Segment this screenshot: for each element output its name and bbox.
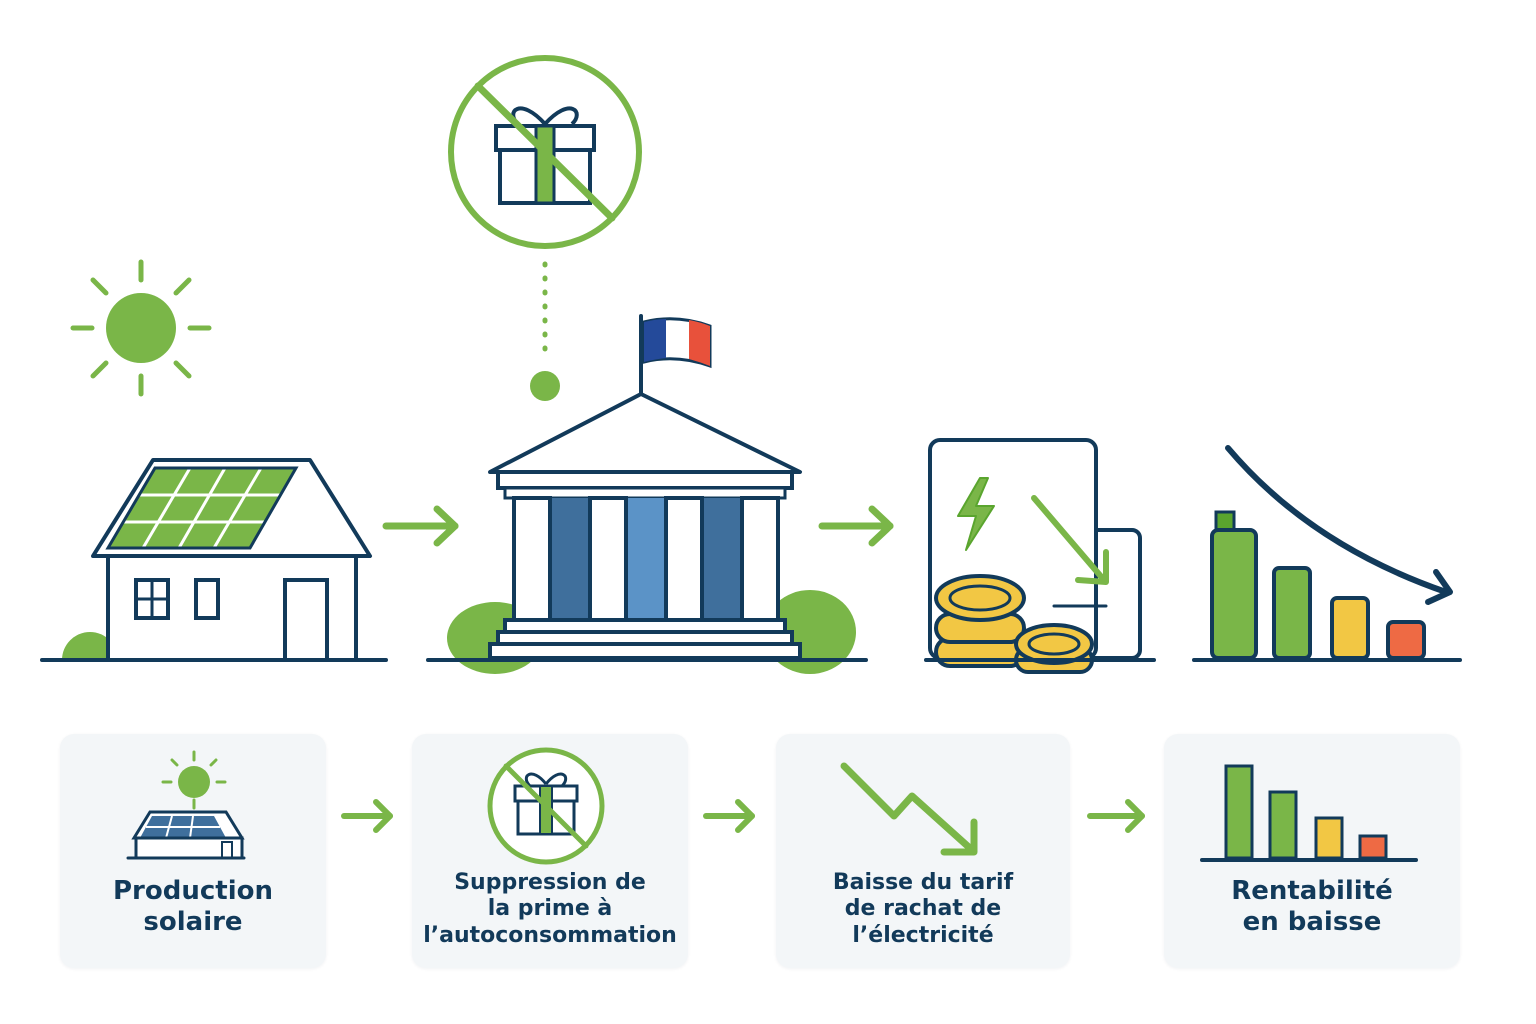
step-card-production-solaire: Production solaire [60,734,326,968]
step-label: Rentabilité en baisse [1231,876,1393,938]
right-arrow-icon [341,799,393,833]
right-arrow-icon [382,505,459,547]
house-with-solar-panels-icon [40,458,388,662]
step-label: Suppression de la prime à l’autoconsomma… [423,870,677,948]
declining-bar-chart-icon [1192,445,1462,662]
french-flag-icon [639,314,712,396]
right-arrow-icon [703,799,755,833]
right-arrow-icon [1087,799,1145,833]
sun-icon [70,259,212,397]
electricity-bill-with-coins-icon [924,438,1156,674]
right-arrow-icon [818,505,894,547]
step-label: Baisse du tarif de rachat de l’électrici… [832,870,1014,948]
step-card-baisse-tarif: Baisse du tarif de rachat de l’électrici… [776,734,1070,968]
crossed-gift-icon [448,55,642,249]
government-building-icon [426,314,868,674]
dotted-connector [530,261,560,401]
step-card-rentabilite: Rentabilité en baisse [1164,734,1460,968]
step-card-suppression-prime: Suppression de la prime à l’autoconsomma… [412,734,688,968]
step-label: Production solaire [113,876,273,938]
